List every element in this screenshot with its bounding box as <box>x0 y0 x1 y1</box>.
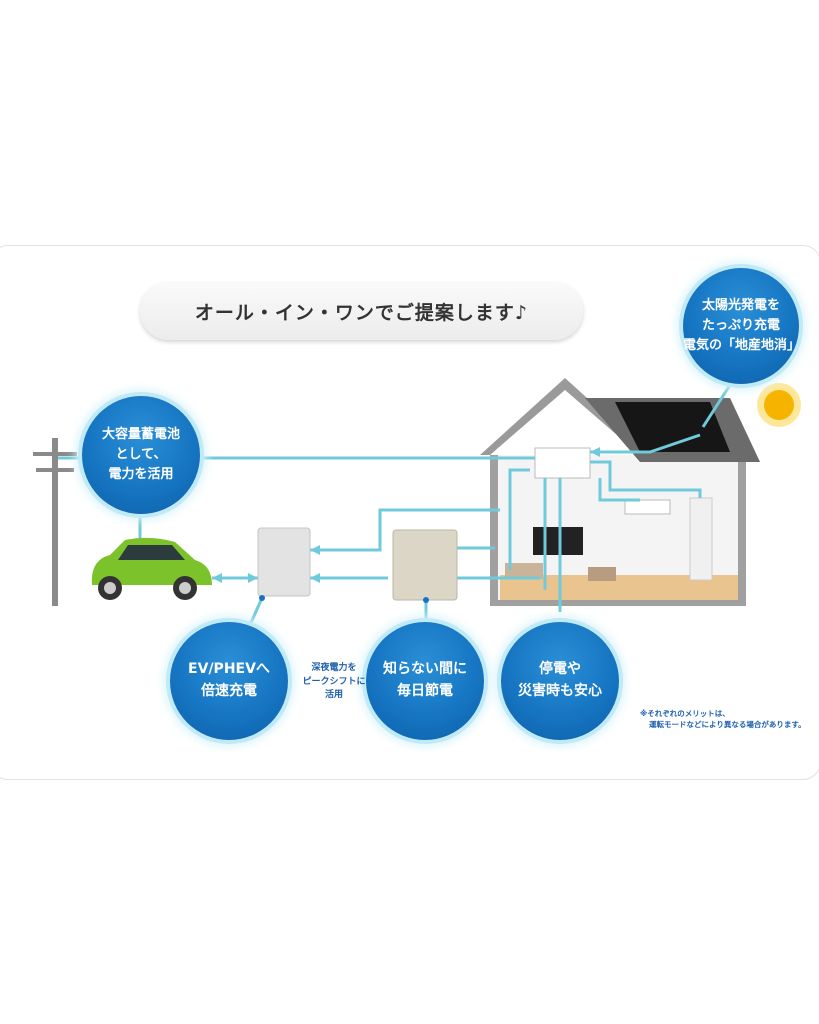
bubble-line: 太陽光発電を <box>701 297 780 313</box>
storage-benefit-bubble: 大容量蓄電池 として、 電力を活用 <box>82 396 200 514</box>
bubble-line: 災害時も安心 <box>518 683 602 699</box>
note-line: ※それぞれのメリットは、 <box>640 709 730 718</box>
bubble-line: 大容量蓄電池 <box>101 426 180 442</box>
outage-safety-bubble: 停電や 災害時も安心 <box>501 622 619 740</box>
bubble-line: EV/PHEVへ <box>188 661 270 678</box>
solar-benefit-bubble: 太陽光発電を たっぷり充電 電気の「地産地消」 <box>683 268 801 384</box>
bubble-line: 電力を活用 <box>108 467 174 483</box>
note-line: ピークシフトに <box>302 676 366 687</box>
bubble-line: 知らない間に <box>383 661 467 678</box>
note-line: 活用 <box>324 690 343 700</box>
footnote: ※それぞれのメリットは、 運転モードなどにより異なる場合があります。 <box>640 708 806 731</box>
bubble-line: 毎日節電 <box>397 683 453 699</box>
utility-pole <box>33 438 77 606</box>
note-line: 運転モードなどにより異なる場合があります。 <box>649 720 806 730</box>
ev-car <box>91 537 212 600</box>
bubble-line: 電気の「地産地消」 <box>683 338 801 354</box>
arrowheads <box>212 447 600 583</box>
note-line: 深夜電力を <box>311 663 357 673</box>
storage-battery <box>392 529 458 603</box>
bubble-line: 停電や <box>539 661 581 678</box>
ev-charging-bubble: EV/PHEVへ 倍速充電 <box>170 622 288 740</box>
peak-shift-note: 深夜電力を ピークシフトに 活用 <box>294 662 374 703</box>
bubble-line: として、 <box>115 446 167 462</box>
bubble-line: たっぷり充電 <box>701 317 780 333</box>
power-conditioner <box>257 527 311 601</box>
daily-saving-bubble: 知らない間に 毎日節電 <box>366 622 484 740</box>
house <box>480 378 760 606</box>
sun-icon <box>757 383 801 427</box>
bubble-line: 倍速充電 <box>201 683 257 699</box>
page-title: オール・イン・ワンでご提案します♪ <box>140 282 583 340</box>
